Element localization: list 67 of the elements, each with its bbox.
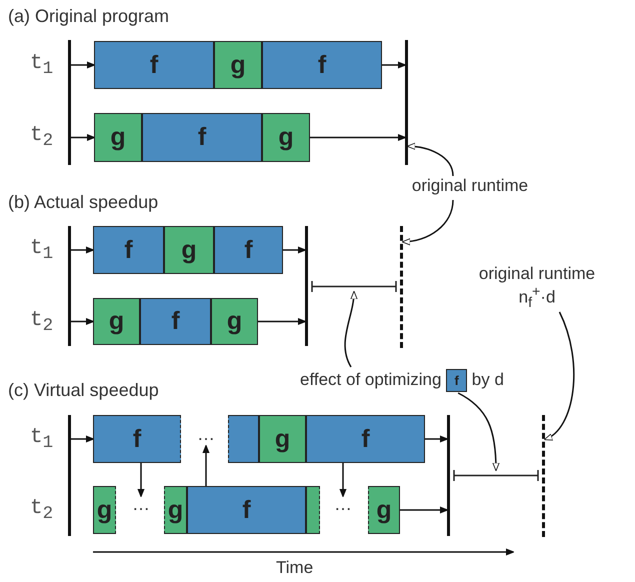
- formula-text: n$_{f}$$^{+}$·d: [518, 284, 556, 312]
- arrow: [382, 61, 406, 69]
- time-boundary-line: [447, 415, 450, 536]
- code-segment: f: [187, 486, 306, 534]
- arrow: [71, 61, 96, 69]
- annotation-text: by d: [472, 370, 504, 390]
- leader-line: [458, 392, 500, 472]
- ellipsis: …: [330, 496, 356, 516]
- annotation-text: original runtime: [385, 176, 555, 200]
- time-boundary-line: [68, 40, 71, 165]
- arrow: [71, 246, 94, 254]
- thread-label: t$_{1}$: [30, 52, 54, 80]
- ellipsis: …: [128, 496, 154, 516]
- code-segment: f: [142, 113, 262, 162]
- code-segment: f: [93, 415, 181, 463]
- original-end-line: [542, 415, 545, 537]
- thread-label: t$_{2}$: [30, 497, 54, 524]
- time-boundary-line: [68, 415, 71, 536]
- code-segment: g: [368, 486, 400, 534]
- time-boundary-line: [305, 226, 308, 346]
- arrow: [310, 134, 406, 142]
- code-segment: f: [306, 415, 425, 463]
- code-segment: g: [262, 113, 310, 162]
- code-segment: [306, 486, 320, 534]
- axis-label: Time: [276, 558, 314, 578]
- ellipsis: …: [193, 426, 219, 446]
- code-segment: f: [262, 41, 382, 89]
- code-segment: f: [140, 298, 211, 345]
- arrow: [258, 318, 306, 326]
- arrow: [71, 435, 94, 443]
- thread-label: t$_{1}$: [30, 426, 54, 454]
- code-segment: g: [93, 298, 140, 345]
- arrow: [71, 318, 94, 326]
- thread-label: t$_{2}$: [30, 309, 54, 336]
- code-segment: g: [164, 226, 214, 274]
- leader-line: [402, 200, 454, 246]
- time-boundary-line: [405, 40, 408, 165]
- code-segment: g: [211, 298, 258, 345]
- code-segment: g: [259, 415, 306, 463]
- thread-label: t$_{2}$: [30, 124, 54, 152]
- arrow: [283, 246, 306, 254]
- function-block: f: [446, 368, 467, 392]
- thread-label: t$_{1}$: [30, 237, 54, 264]
- arrow: [400, 506, 448, 514]
- code-segment: f: [93, 226, 164, 274]
- panel-title: (c) Virtual speedup: [8, 380, 159, 401]
- arrow: [137, 463, 145, 498]
- annotation-text: effect of optimizing: [300, 370, 442, 390]
- leader-line: [406, 142, 454, 176]
- arrow: [425, 435, 448, 443]
- original-end-line: [400, 226, 403, 348]
- code-segment: g: [94, 113, 142, 162]
- arrow: [202, 444, 210, 486]
- leader-line: [544, 312, 575, 440]
- annotation-text: original runtime: [478, 264, 596, 284]
- panel-title: (a) Original program: [8, 6, 170, 27]
- code-segment: g: [214, 41, 262, 89]
- code-segment: g: [93, 486, 116, 534]
- code-segment: f: [94, 41, 214, 89]
- time-boundary-line: [68, 226, 71, 346]
- arrow: [339, 463, 347, 498]
- code-segment: g: [164, 486, 187, 534]
- leader-line: [344, 290, 358, 368]
- code-segment: f: [214, 226, 283, 274]
- code-segment: [228, 415, 259, 463]
- panel-title: (b) Actual speedup: [8, 192, 158, 213]
- arrow: [71, 134, 96, 142]
